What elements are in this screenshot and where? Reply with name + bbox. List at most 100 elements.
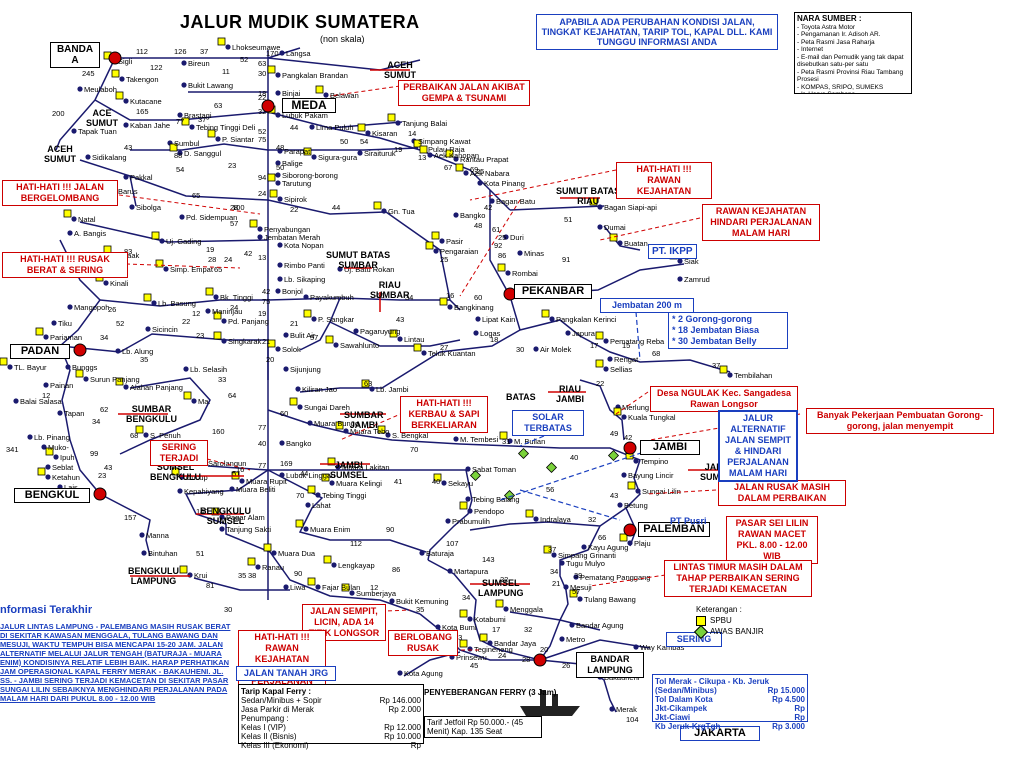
fuel-station-icon — [267, 65, 276, 74]
place-label: Pulau Raja — [428, 145, 466, 154]
town-node — [275, 90, 281, 96]
fuel-station-icon — [445, 149, 454, 158]
place-label: Pd. Panjang — [228, 317, 269, 326]
border-sumsel-bengkulu: SUMSEL BENGKULU — [150, 462, 201, 482]
jetfoil-fare: Tarif Jetfoil Rp 50.000.- (45 Menit) Kap… — [424, 716, 542, 738]
place-label: Bonjol — [282, 287, 303, 296]
city-label-banda-aceh: BANDA A — [50, 42, 100, 68]
border-bengkulu-lampung: BENGKULU LAMPUNG — [128, 566, 179, 586]
town-node — [123, 98, 129, 104]
fuel-station-icon — [269, 189, 278, 198]
town-node — [617, 502, 623, 508]
place-label: TL. Bayur — [14, 363, 47, 372]
town-node — [181, 60, 187, 66]
town-node — [365, 130, 371, 136]
place-label: Tegineneng — [474, 645, 513, 654]
distance-label: 63 — [258, 59, 266, 68]
distance-label: 25 — [498, 233, 506, 242]
place-label: Barus — [118, 187, 138, 196]
distance-label: 24 — [258, 189, 266, 198]
town-node — [77, 86, 83, 92]
fuel-station-icon — [307, 485, 316, 494]
distance-label: 44 — [290, 123, 298, 132]
place-label: Pematang Reba — [610, 337, 665, 346]
distance-label: 19 — [206, 245, 214, 254]
border-aceh-sumut: ACEH SUMUT — [384, 60, 416, 80]
fuel-station-icon — [541, 309, 550, 318]
distance-label: 126 — [174, 47, 187, 56]
ferry-row: Penumpang : — [241, 714, 421, 723]
toll-row: Tol Merak - Cikupa - Kb. Jeruk — [655, 677, 805, 686]
place-label: Alahan Panjang — [130, 383, 183, 392]
town-node — [477, 180, 483, 186]
source-item: - Peta Rasmi Provinsi Riau Tambang — [797, 68, 904, 76]
major-cities — [73, 51, 637, 667]
place-label: Mesuji — [570, 583, 592, 592]
distance-label: 44 — [332, 203, 340, 212]
town-node — [295, 386, 301, 392]
city-label-padang: PADAN — [10, 344, 70, 359]
distance-label: 65 — [214, 265, 222, 274]
place-label: Bukit Lawang — [188, 81, 233, 90]
town-node — [279, 440, 285, 446]
place-label: Uj. Gading — [166, 237, 201, 246]
town-node — [123, 122, 129, 128]
place-label: Sipirok — [284, 195, 307, 204]
toll-price: Rp — [794, 713, 805, 722]
place-label: Bulit Air — [290, 331, 316, 340]
distance-label: 17 — [492, 625, 500, 634]
fuel-station-icon — [111, 69, 120, 78]
fuel-station-icon — [357, 123, 366, 132]
fuel-station-icon — [595, 359, 604, 368]
town-node — [189, 124, 195, 130]
distance-label: 112 — [350, 539, 362, 548]
distance-label: 42 — [484, 203, 492, 212]
ferry-item: Jasa Parkir di Merak — [241, 705, 314, 714]
place-label: Indralaya — [540, 515, 572, 524]
place-label: Lb. Sikaping — [284, 275, 325, 284]
fuel-station-icon — [335, 421, 344, 430]
town-node — [159, 238, 165, 244]
fuel-station-icon — [135, 425, 144, 434]
place-label: Sigli — [118, 57, 133, 66]
distance-label: 42 — [624, 433, 632, 442]
town-node — [453, 436, 459, 442]
place-label: Baturaja — [426, 549, 455, 558]
place-label: Muara Bungo — [314, 419, 359, 428]
place-label: Sungai Dareh — [304, 403, 350, 412]
town-node — [607, 356, 613, 362]
distance-label: 37 — [198, 115, 206, 124]
fuel-station-icon — [115, 91, 124, 100]
fuel-station-icon — [413, 139, 422, 148]
fuel-station-icon — [315, 85, 324, 94]
place-label: Meulaboh — [84, 85, 117, 94]
place-label: Gn. Tua — [388, 207, 416, 216]
fuel-station-icon — [115, 377, 124, 386]
town-node — [315, 584, 321, 590]
distance-label: 35 — [140, 355, 148, 364]
toll-item: Jkt-Cikampek — [655, 704, 708, 713]
warning-night-crime: RAWAN KEJAHATAN HINDARI PERJALANAN MALAM… — [702, 204, 820, 241]
place-label: Kisaran — [372, 129, 397, 138]
place-label: Surun Panjang — [90, 375, 140, 384]
fuel-station-icon — [373, 201, 382, 210]
town-node — [187, 572, 193, 578]
place-label: Ranau — [262, 563, 284, 572]
distance-label: 15 — [622, 341, 630, 350]
place-label: Lima Puluh — [316, 123, 354, 132]
place-label: Merlung — [622, 403, 649, 412]
fuel-station-icon — [595, 331, 604, 340]
distance-label: 37 — [712, 361, 720, 370]
distance-label: 37 — [200, 47, 208, 56]
town-node — [427, 152, 433, 158]
distance-label: 33 — [218, 375, 226, 384]
town-node — [489, 198, 495, 204]
place-label: P. Siantar — [222, 135, 254, 144]
fuel-station-icon — [719, 365, 728, 374]
distance-label: 12 — [192, 309, 200, 318]
place-label: Mangopoh — [74, 303, 109, 312]
town-node — [727, 372, 733, 378]
town-node — [677, 276, 683, 282]
bridge-note: Jembatan 200 m — [600, 298, 694, 313]
town-node — [177, 150, 183, 156]
